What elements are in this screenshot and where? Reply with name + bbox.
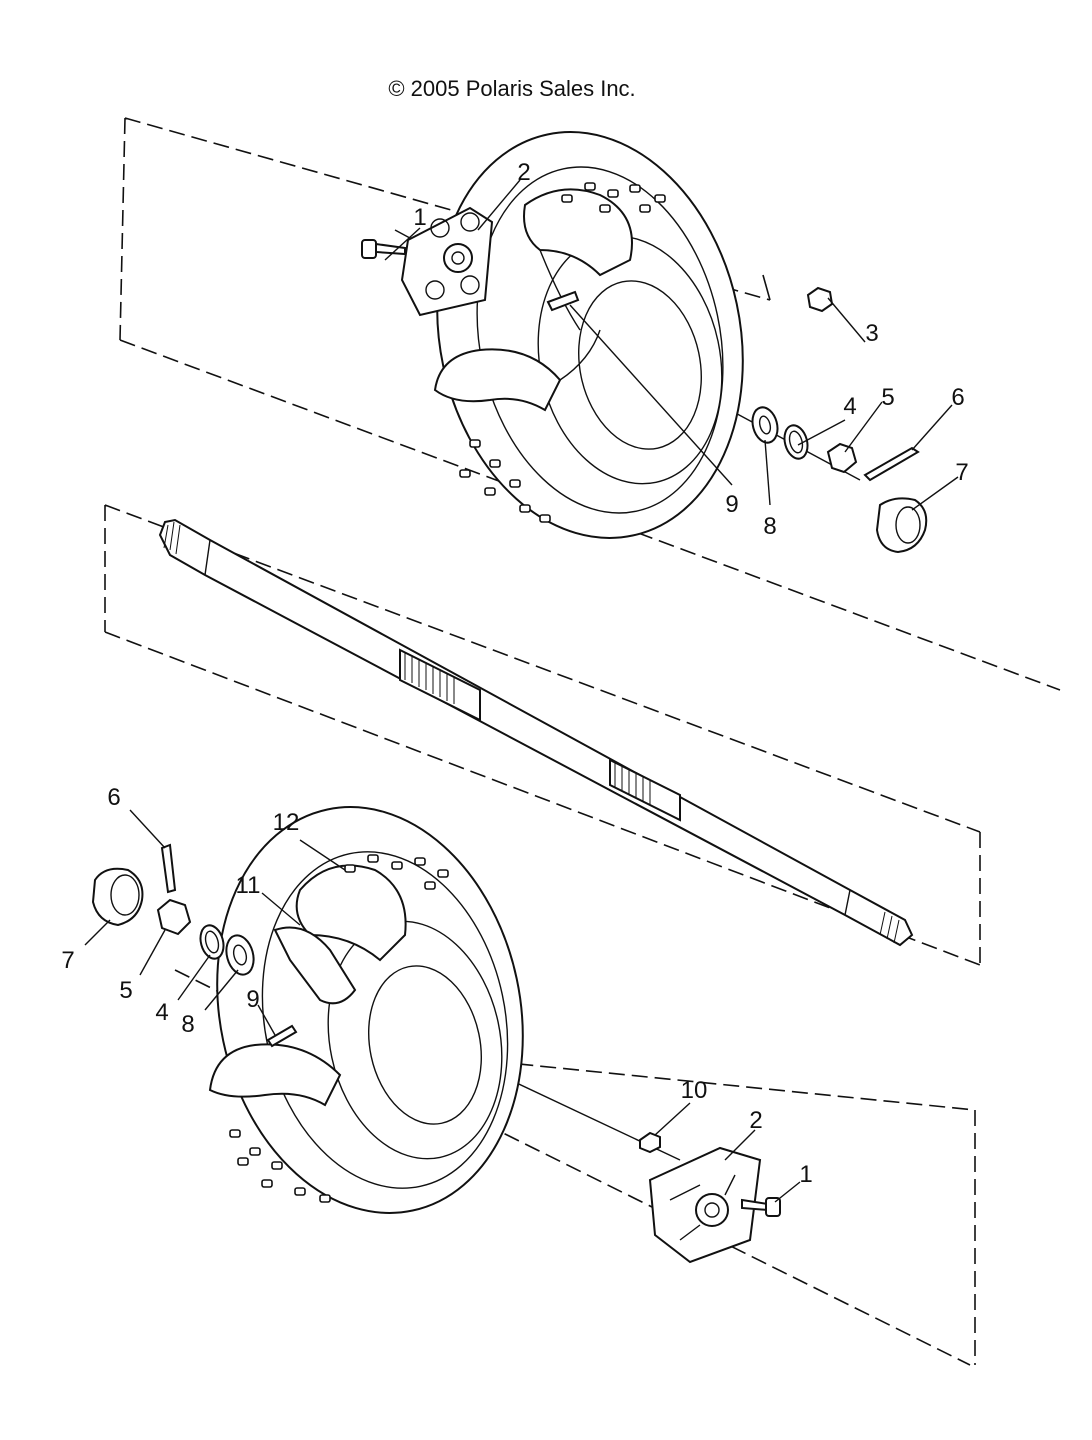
upper-hub xyxy=(400,206,494,317)
lower-callout-6: 6 xyxy=(107,784,120,811)
lower-washer xyxy=(225,934,255,976)
upper-callout-8: 8 xyxy=(763,513,776,540)
lower-hub xyxy=(648,1146,762,1264)
upper-assembly: 1 2 3 4 5 6 7 8 9 xyxy=(119,117,1061,691)
lower-valve-stem xyxy=(266,1024,298,1048)
upper-leaders xyxy=(384,179,959,511)
upper-callout-7: 7 xyxy=(955,459,968,486)
rear-axle-shaft xyxy=(158,518,914,947)
upper-callout-3: 3 xyxy=(865,320,878,347)
upper-o-ring xyxy=(783,424,809,460)
lower-small-washer xyxy=(639,1131,661,1154)
upper-nut xyxy=(806,286,834,313)
lower-callout-7: 7 xyxy=(61,947,74,974)
axle-dashed-frame xyxy=(104,504,981,966)
upper-castle-nut xyxy=(826,442,858,474)
lower-callout-8: 8 xyxy=(181,1011,194,1038)
upper-valve-stem xyxy=(546,290,580,312)
lower-callout-12: 12 xyxy=(273,809,300,836)
lower-callout-4: 4 xyxy=(155,999,168,1026)
lower-callout-11: 11 xyxy=(236,872,261,899)
lower-callout-5: 5 xyxy=(119,977,132,1004)
lower-cotter-pin xyxy=(160,843,177,894)
lower-tire xyxy=(208,806,524,1214)
upper-callout-6: 6 xyxy=(951,384,964,411)
upper-tire xyxy=(433,131,744,539)
copyright-text: © 2005 Polaris Sales Inc. xyxy=(388,76,635,101)
upper-hub-bolt xyxy=(361,239,406,259)
upper-cotter-pin xyxy=(863,446,920,482)
axle-assembly xyxy=(104,504,981,966)
lower-rim-tube xyxy=(273,926,357,1005)
lower-dust-cap xyxy=(91,867,144,927)
lower-hub-bolt xyxy=(741,1197,781,1217)
upper-callout-9: 9 xyxy=(725,491,738,518)
upper-dashed-frame xyxy=(119,117,1061,691)
lower-callout-1: 1 xyxy=(799,1161,812,1188)
lower-leaders xyxy=(84,809,801,1203)
lower-callout-9: 9 xyxy=(246,986,259,1013)
upper-callout-1: 1 xyxy=(413,204,426,231)
upper-callout-5: 5 xyxy=(881,384,894,411)
upper-callout-4: 4 xyxy=(843,393,856,420)
lower-callout-2: 2 xyxy=(749,1107,762,1134)
upper-washer xyxy=(751,406,779,444)
upper-dust-cap xyxy=(875,497,928,554)
lower-callout-10: 10 xyxy=(681,1077,708,1104)
lower-castle-nut xyxy=(156,898,192,936)
lower-assembly: 6 12 11 7 5 4 8 9 10 2 1 xyxy=(61,784,976,1366)
lower-o-ring xyxy=(199,924,225,960)
upper-callout-2: 2 xyxy=(517,159,530,186)
